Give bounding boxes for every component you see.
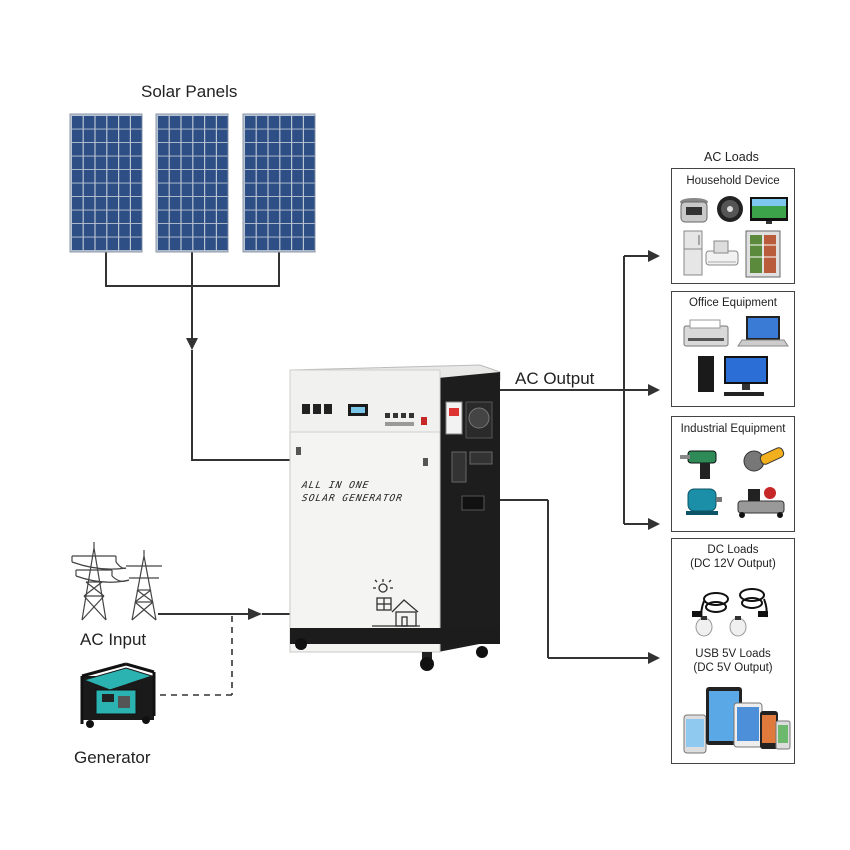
solar-panel-1	[69, 113, 143, 253]
laptop-icon	[737, 316, 789, 347]
dc-loads-sub-label: (DC 12V Output)	[690, 558, 776, 570]
cabinet-base	[290, 628, 500, 644]
desktop-computer-icon	[698, 356, 768, 396]
generator-dashed-line	[158, 616, 233, 696]
ac-input-arrow	[248, 608, 262, 620]
breaker-switch-1	[302, 404, 310, 414]
fan-icon	[717, 196, 743, 222]
household-device-label: Household Device	[686, 175, 780, 187]
electric-motor-icon	[686, 488, 722, 515]
ac-loads-label: AC Loads	[704, 150, 759, 164]
indicator-buttons	[385, 413, 414, 426]
usb-loads-sub-label: (DC 5V Output)	[693, 662, 773, 674]
dc-usb-loads-box: DC Loads (DC 12V Output) USB 5V Loads (D…	[671, 538, 795, 764]
solar-panels-label: Solar Panels	[141, 82, 238, 101]
house-sketch	[372, 579, 420, 627]
solar-bus-line	[105, 252, 292, 461]
household-device-box: Household Device	[671, 168, 795, 284]
solar-panel-2	[155, 113, 229, 253]
pressure-cooker-icon	[680, 198, 708, 223]
solar-down-arrow	[186, 338, 198, 350]
generator-label: Generator	[74, 748, 151, 767]
industrial-equipment-box: Industrial Equipment	[671, 416, 795, 532]
open-fridge-icon	[745, 230, 781, 278]
breaker-switch-3	[324, 404, 332, 414]
cabinet-side-panel	[438, 372, 500, 652]
ac-arrow-office	[648, 384, 660, 396]
office-equipment-box: Office Equipment	[671, 291, 795, 407]
cooling-fan	[468, 407, 490, 429]
breaker-switch-2	[313, 404, 321, 414]
mobile-devices-icon	[683, 687, 791, 754]
ac-output-label: AC Output	[515, 369, 595, 388]
ac-input-label: AC Input	[80, 630, 147, 649]
industrial-equipment-label: Industrial Equipment	[680, 423, 786, 435]
dc-output-line	[498, 499, 650, 659]
ac-arrow-industrial	[648, 518, 660, 530]
angle-grinder-icon	[743, 447, 785, 472]
office-equipment-label: Office Equipment	[688, 297, 777, 309]
ac-arrow-household	[648, 250, 660, 262]
fridge-icon	[683, 230, 703, 276]
ac-output-line	[498, 255, 650, 525]
drill-icon	[680, 450, 717, 479]
power-switch	[421, 417, 427, 425]
led-bulbs-icon	[692, 588, 768, 637]
air-compressor-icon	[737, 487, 785, 518]
tv-icon	[750, 197, 788, 224]
wheels	[295, 638, 488, 671]
dc-arrow	[648, 652, 660, 664]
printer-icon	[683, 319, 729, 347]
air-conditioner-icon	[705, 240, 739, 266]
dc-loads-label: DC Loads	[707, 544, 759, 556]
usb-loads-label: USB 5V Loads	[695, 648, 771, 660]
solar-panel-3	[242, 113, 316, 253]
